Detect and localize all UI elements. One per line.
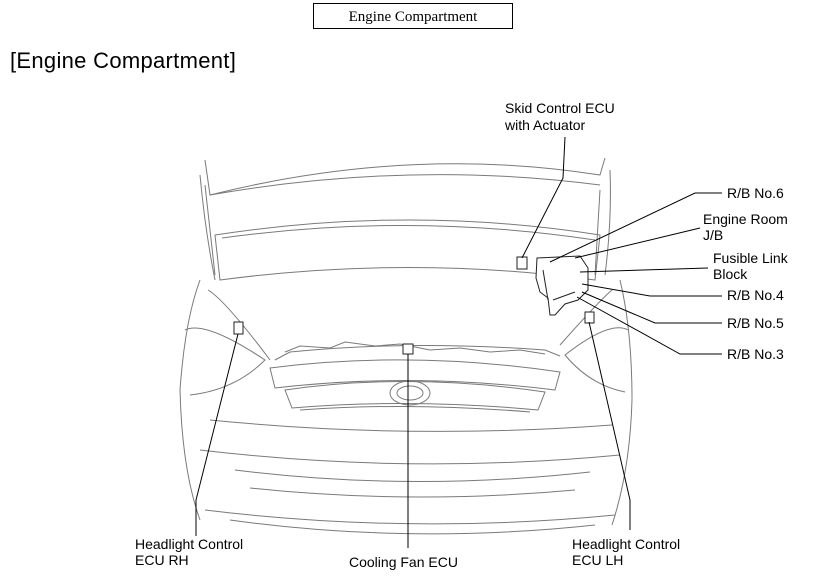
relay-block-detail xyxy=(542,269,576,301)
label-headlight-control-ecu-rh: Headlight Control ECU RH xyxy=(135,536,247,568)
skid-control-ecu-marker xyxy=(516,256,528,270)
headlight-lh-ecu-marker xyxy=(584,311,595,324)
label-skid-control-ecu: Skid Control ECU with Actuator xyxy=(504,100,619,133)
label-engine-room-jb: Engine Room J/B xyxy=(703,211,792,243)
headlight-rh-ecu-marker xyxy=(233,321,244,335)
cooling-fan-ecu-marker xyxy=(402,343,414,355)
leader-lines xyxy=(195,136,722,548)
label-rb-no6: R/B No.6 xyxy=(727,185,784,201)
label-headlight-control-ecu-lh: Headlight Control ECU LH xyxy=(572,536,684,568)
label-rb-no5: R/B No.5 xyxy=(727,315,784,331)
section-title: [Engine Compartment] xyxy=(10,48,237,73)
page-header-title: Engine Compartment xyxy=(313,3,513,29)
vehicle-outline xyxy=(179,157,633,535)
label-fusible-link-block: Fusible Link Block xyxy=(713,250,792,282)
label-rb-no4: R/B No.4 xyxy=(727,287,784,303)
label-cooling-fan-ecu: Cooling Fan ECU xyxy=(349,554,458,570)
label-rb-no3: R/B No.3 xyxy=(727,346,784,362)
engine-room-jb-marker xyxy=(535,255,589,316)
